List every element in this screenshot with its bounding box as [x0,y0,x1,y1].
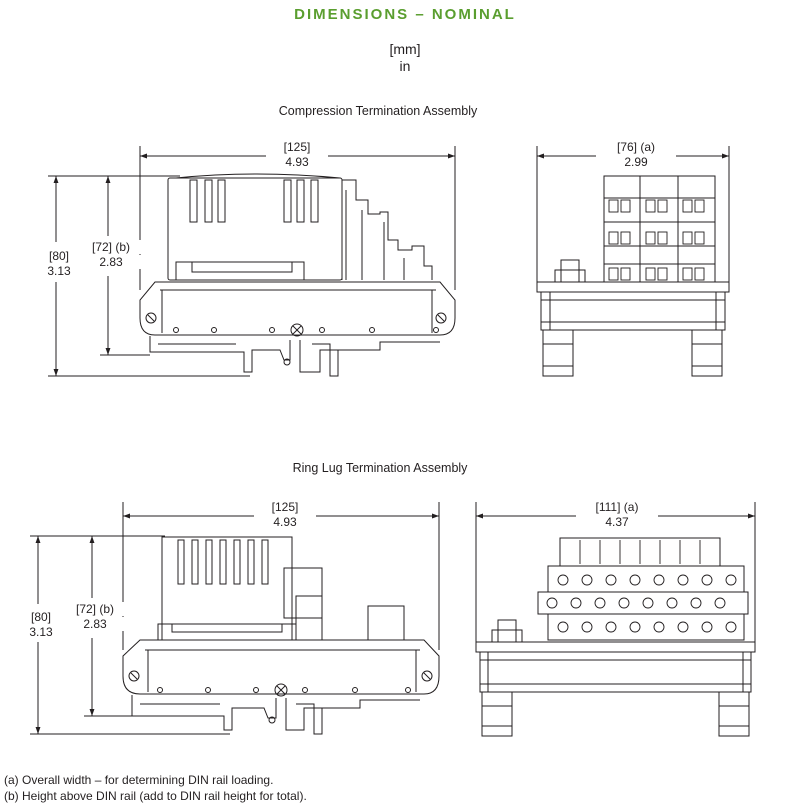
ring-lug-width-in: 4.93 [254,515,316,529]
ring-lug-title: Ring Lug Termination Assembly [292,461,468,475]
ring-lug-side-view [30,502,440,735]
footnote-a: (a) Overall width – for determining DIN … [4,773,274,787]
compression-rail-height-mm: [72] (b) [80,240,142,254]
compression-total-height-in: 3.13 [36,264,82,278]
ring-lug-rail-height-in: 2.83 [64,617,126,631]
compression-overall-width-in: 2.99 [596,155,676,169]
compression-overall-width-mm: [76] (a) [596,140,676,154]
ring-lug-total-height-in: 3.13 [18,625,64,639]
ring-lug-overall-width-in: 4.37 [576,515,658,529]
compression-width-mm: [125] [266,140,328,154]
footnote-b: (b) Height above DIN rail (add to DIN ra… [4,789,307,803]
compression-total-height-mm: [80] [36,249,82,263]
page-title: DIMENSIONS – NOMINAL [294,6,516,23]
ring-lug-total-height-mm: [80] [18,610,64,624]
compression-width-in: 4.93 [266,155,328,169]
compression-side-view [48,146,456,377]
ring-lug-overall-width-mm: [111] (a) [576,500,658,514]
ring-lug-end-view [475,502,756,737]
compression-end-view [536,146,730,377]
unit-primary: [mm] [389,41,421,57]
unit-secondary: in [399,58,411,74]
ring-lug-rail-height-mm: [72] (b) [64,602,126,616]
compression-rail-height-in: 2.83 [80,255,142,269]
ring-lug-width-mm: [125] [254,500,316,514]
compression-title: Compression Termination Assembly [278,104,478,118]
